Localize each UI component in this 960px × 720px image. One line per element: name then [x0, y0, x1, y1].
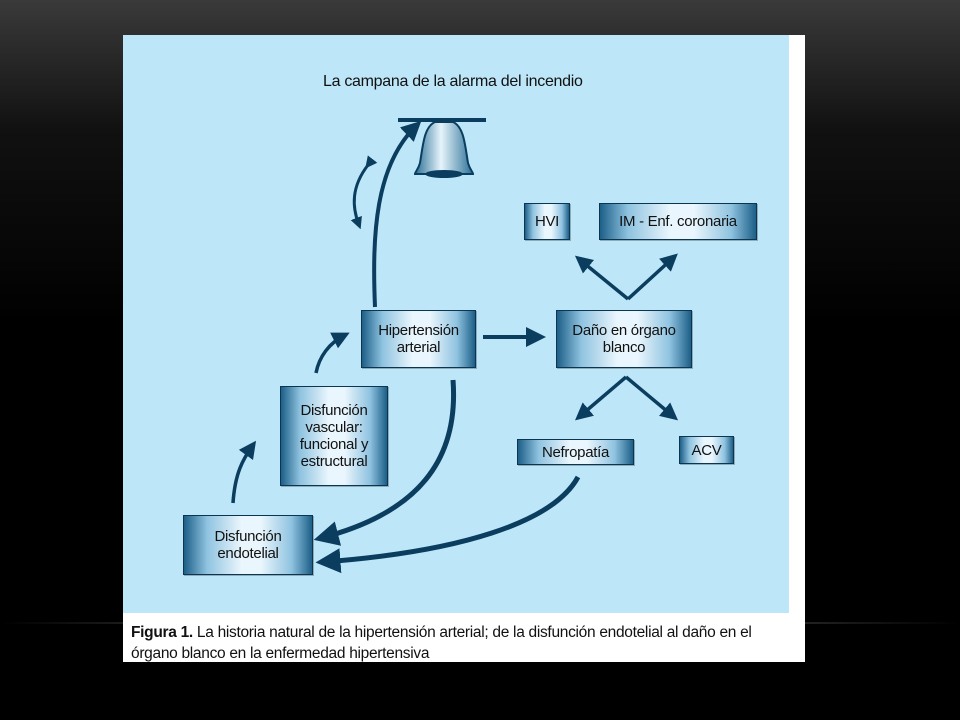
figure: La campana de la alarma del incendio: [123, 35, 805, 662]
box-disfuncion-endotelial: Disfunción endotelial: [183, 515, 313, 575]
box-dano-organo: Daño en órgano blanco: [556, 310, 692, 368]
arrow-to-nefropatia: [575, 375, 628, 421]
arrow-hta-to-endotelial: [313, 379, 457, 546]
arrow-to-acv: [624, 375, 679, 421]
caption-label: Figura 1.: [131, 624, 193, 641]
box-hipertension: Hipertensión arterial: [361, 310, 476, 368]
arrow-vascular-to-hta: [314, 332, 350, 374]
arrow-to-hvi: [574, 255, 630, 301]
box-disfuncion-vascular: Disfunción vascular: funcional y estruct…: [280, 386, 388, 486]
diagram-title: La campana de la alarma del incendio: [323, 73, 583, 90]
arrow-to-im: [626, 253, 678, 301]
v-arrows-up: [578, 257, 676, 299]
box-hvi: HVI: [524, 203, 570, 240]
caption-text: La historia natural de la hipertensión a…: [131, 624, 752, 662]
box-im-enf-coronaria: IM - Enf. coronaria: [599, 203, 757, 240]
arrow-nefropatia-to-endotelial: [315, 475, 581, 574]
diagram-arrows: [231, 118, 679, 574]
figure-caption: Figura 1. La historia natural de la hipe…: [131, 622, 796, 662]
box-nefropatia: Nefropatía: [517, 439, 634, 465]
arc-to-bell: [372, 120, 422, 308]
diagram-panel: La campana de la alarma del incendio: [123, 35, 789, 613]
alarm-bell-icon: [398, 118, 486, 178]
arrow-endotelial-to-vascular: [231, 440, 257, 504]
double-arrow: [350, 155, 378, 230]
box-acv: ACV: [679, 436, 734, 464]
